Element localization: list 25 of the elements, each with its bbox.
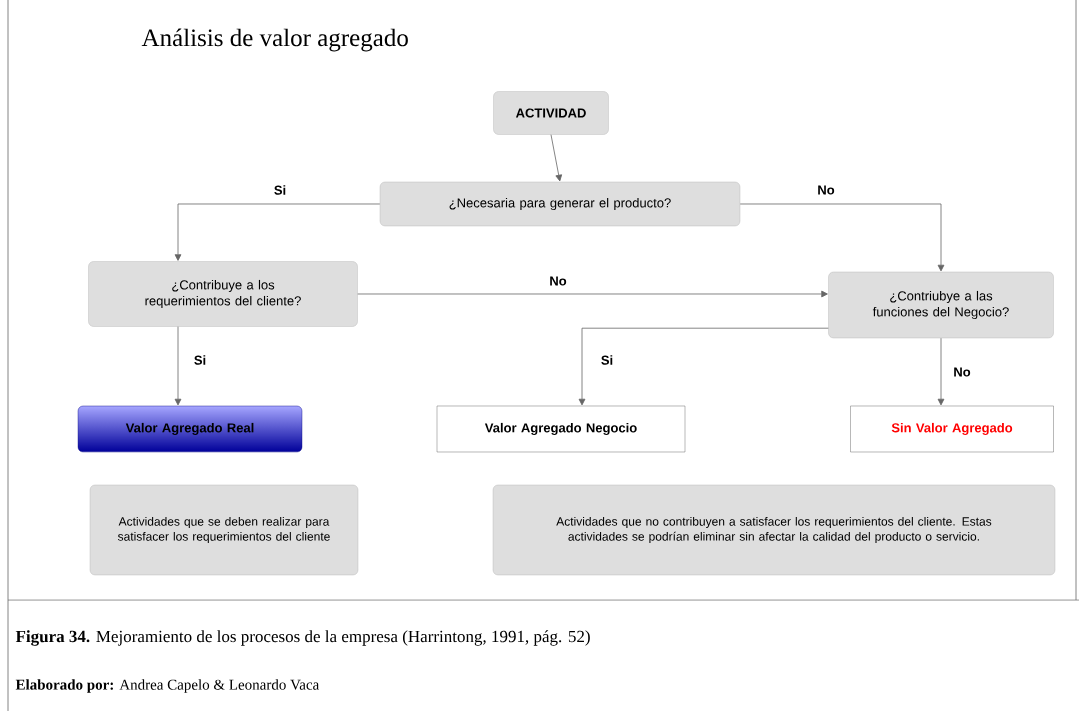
edge-label: Si (274, 185, 286, 195)
arrow (357, 290, 828, 298)
result-box: Valor Agregado Negocio (436, 405, 686, 453)
process-box: ¿Contribuye a los requerimientos del cliente? (88, 261, 358, 327)
process-box: ¿Contriubye a las funciones del Negocio? (828, 271, 1054, 339)
arrow (550, 134, 563, 182)
process-box: Actividades que no contribuyen a satisfacer los requerimientos del cliente. Estas actividades se podrían eliminar sin afectar la calidad del producto o servicio. (492, 484, 1056, 576)
arrow (174, 326, 182, 406)
arrow (174, 203, 381, 261)
edge-label: No (550, 276, 567, 286)
edge-label: Si (601, 355, 613, 365)
title: Análisis de valor agregado (141, 28, 408, 52)
process-box: ¿Necesaria para generar el producto? (379, 181, 741, 227)
arrow (578, 327, 829, 406)
result-box: Sin Valor Agregado (850, 405, 1054, 453)
arrow (739, 203, 945, 272)
edge-label: No (954, 367, 971, 377)
process-box: ACTIVIDAD (493, 91, 609, 135)
result-box: Valor Agregado Real (77, 405, 303, 453)
edge-label: Si (194, 355, 206, 365)
edge-label: No (818, 185, 835, 195)
credit-line: Elaborado por: Andrea Capelo & Leonardo Vaca (15, 679, 320, 693)
arrow (937, 337, 945, 406)
process-box: Actividades que se deben realizar para satisfacer los requerimientos del cliente (89, 484, 359, 576)
caption: Figura 34. Mejoramiento de los procesos de la empresa (Harrintong, 1991, pág. 52) (15, 630, 590, 646)
